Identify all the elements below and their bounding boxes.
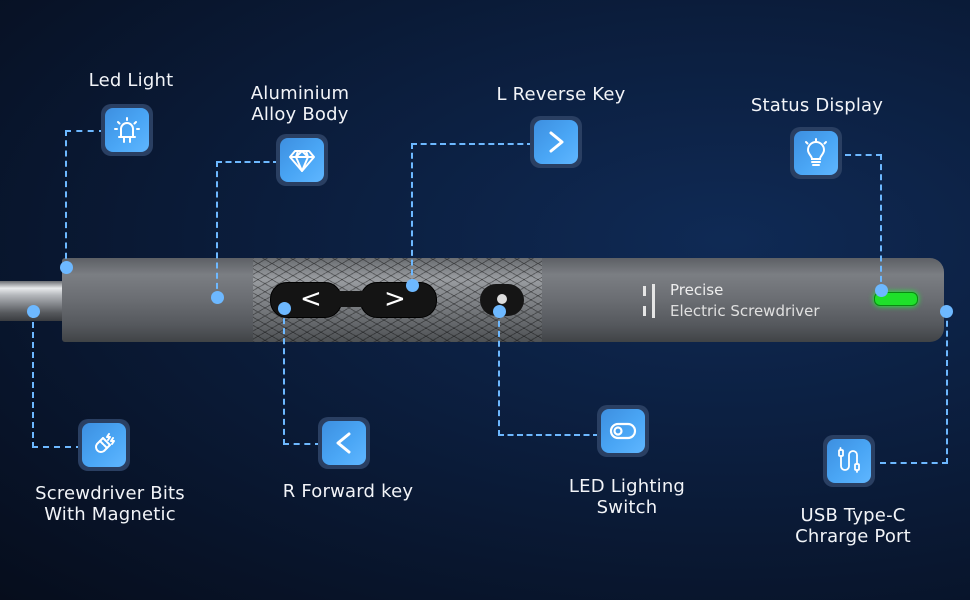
label-l-reverse-key: L Reverse Key [496,84,626,105]
callout-r-forward-key [318,417,370,469]
chevron-right-icon [549,131,564,153]
connector-l-reverse-key [411,143,533,285]
switch-knob [497,294,507,304]
label-line: Aluminium [250,83,350,104]
brand-logo-bars [643,284,663,320]
anchor-dot-aluminium-body [210,290,224,304]
label-line: Switch [596,497,658,518]
l-reverse-key-glyph: > [384,284,406,314]
connector-status-display [845,154,882,292]
label-usb-type-c: USB Type-C Chrarge Port [775,505,931,547]
connector-screwdriver-bits [32,312,82,448]
label-line: Screwdriver Bits [35,483,185,504]
anchor-dot-r-forward-key [277,301,291,315]
r-forward-key-glyph: < [300,284,322,314]
anchor-dot-led-light [59,260,73,274]
callout-aluminium-body [276,134,328,186]
connector-led-switch [498,311,599,436]
brand-subtitle: Electric Screwdriver [670,302,820,320]
key-pad-bridge [330,291,370,307]
chevron-left-icon [336,432,351,454]
label-led-lighting-switch: LED Lighting Switch [555,476,699,518]
connector-led-light [65,130,105,269]
label-line: LED Lighting [568,476,686,497]
toggle-switch-icon [609,422,637,440]
callout-led-lighting-switch [597,405,649,457]
anchor-dot-usb-port [939,304,953,318]
callout-status-display [790,127,842,179]
label-line: Alloy Body [251,104,349,125]
anchor-dot-screwdriver-bits [26,304,40,318]
anchor-dot-led-switch [492,304,506,318]
callout-screwdriver-bits [78,419,130,471]
label-status-display: Status Display [750,95,884,116]
diamond-icon [289,150,315,172]
callout-l-reverse-key [530,116,582,168]
anchor-dot-status-display [874,283,888,297]
connector-aluminium-body [216,161,279,299]
label-r-forward-key: R Forward key [282,481,414,502]
callout-led-light [101,104,153,156]
lightbulb-icon [805,138,827,166]
label-line: Chrarge Port [795,526,911,547]
connector-usb-port [880,311,948,464]
l-reverse-key-pad[interactable] [360,282,437,318]
magnet-icon [95,433,115,453]
led-light-icon [114,117,140,143]
anchor-dot-l-reverse-key [405,278,419,292]
label-screwdriver-bits: Screwdriver Bits With Magnetic [20,483,200,525]
brand-name: Precise [670,281,724,299]
connector-r-forward-key [283,308,321,445]
callout-usb-type-c [823,435,875,487]
label-led-light: Led Light [88,70,174,91]
usb-cable-icon [838,447,860,473]
label-aluminium-body: Aluminium Alloy Body [230,83,370,125]
label-line: USB Type-C [800,505,906,526]
label-line: With Magnetic [44,504,176,525]
